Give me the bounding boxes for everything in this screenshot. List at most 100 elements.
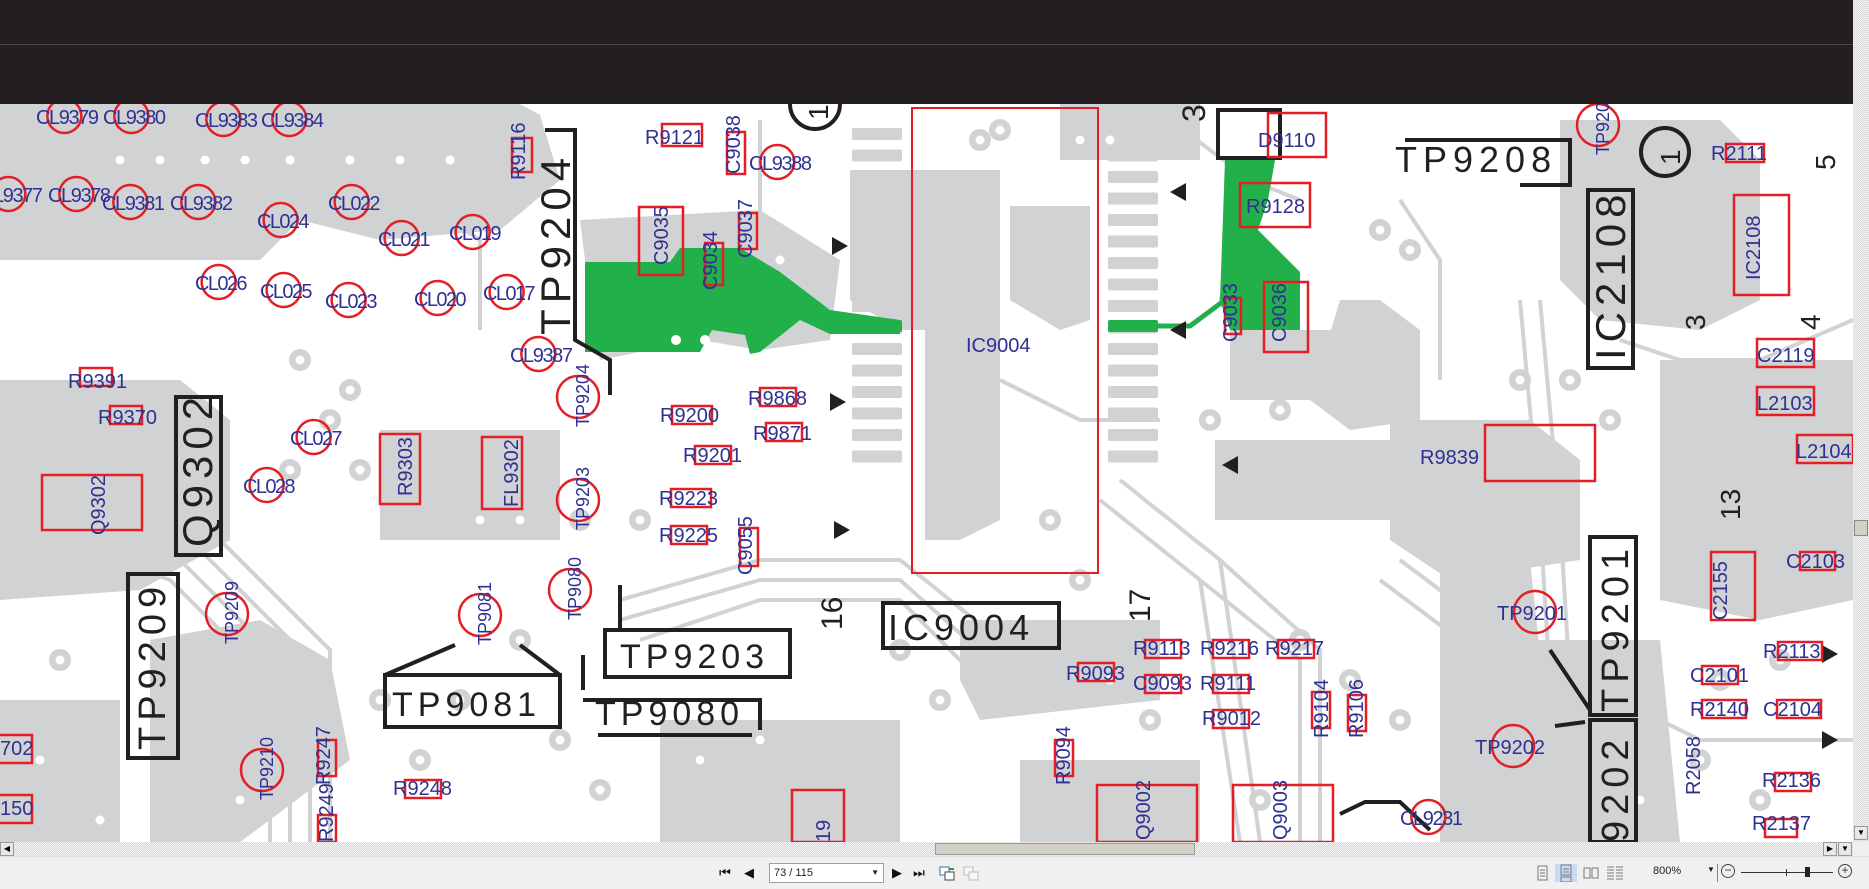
component-label-r9248: R9248	[393, 778, 452, 800]
check-point-label-cl9388: CL9388	[749, 153, 812, 175]
continuous-view-button[interactable]	[1555, 864, 1577, 883]
ic-pad	[852, 300, 902, 312]
component-outline	[1755, 337, 1816, 369]
ic-pad	[1108, 149, 1158, 162]
check-point-label-cl025: CL025	[260, 281, 313, 303]
page-number-field[interactable]: 73 / 115 ▼	[769, 863, 884, 883]
previous-view-button[interactable]	[939, 865, 955, 881]
component-outline	[1709, 550, 1757, 622]
component-label-r9216: R9216	[1200, 638, 1259, 660]
silk-label-tp9203: TP9203	[620, 638, 769, 676]
component-outline	[1231, 783, 1335, 842]
prev-page-icon: ◀	[744, 865, 754, 880]
tp9203-silk-box	[603, 628, 792, 679]
zoom-level[interactable]: 800%	[1653, 865, 1682, 877]
pcb-trace	[1218, 558, 1322, 842]
silk-label-tp9204: TP9204	[532, 152, 579, 335]
component-outline	[1143, 638, 1183, 660]
first-page-button[interactable]: ⏮	[717, 865, 733, 881]
component-label-c2103: C2103	[1786, 551, 1845, 573]
component-outline	[1238, 181, 1312, 229]
zoom-in-button[interactable]: +	[1838, 864, 1852, 878]
component-label-c9093: C9093	[1133, 673, 1192, 695]
component-outline	[1266, 111, 1328, 159]
single-page-view-button[interactable]	[1531, 864, 1553, 882]
ic-pad	[1108, 257, 1158, 269]
component-outline	[738, 526, 760, 568]
test-point-label-tp9209: TP9209	[222, 581, 242, 644]
copper-area	[0, 104, 560, 260]
component-outline	[403, 778, 443, 800]
component-label-c9035: C9035	[651, 206, 673, 265]
zoom-slider-handle[interactable]	[1805, 867, 1811, 877]
component-outline	[1798, 550, 1837, 572]
scroll-menu-arrow[interactable]: ▼	[1838, 842, 1852, 856]
pcb-trace	[619, 558, 1080, 642]
pcb-trace	[1619, 698, 1853, 742]
component-outline	[1310, 690, 1332, 730]
scroll-down-arrow[interactable]: ▼	[1854, 826, 1868, 840]
facing-view-button[interactable]	[1580, 864, 1602, 882]
ic-pad	[1108, 214, 1158, 226]
via-hole	[415, 755, 425, 765]
ic2108-silk-box	[1586, 188, 1635, 370]
next-page-button[interactable]: ▶	[889, 865, 905, 881]
pin1-marker	[1639, 126, 1691, 178]
check-point-marker	[488, 273, 525, 311]
component-outline	[510, 136, 534, 174]
via-hole	[1395, 715, 1405, 725]
via-hole	[515, 635, 525, 645]
component-label-c9033: C9033	[1220, 283, 1242, 342]
prev-page-button[interactable]: ◀	[741, 865, 757, 881]
test-point-label-tp9201: TP9201	[1497, 603, 1567, 625]
pin-number: 1	[803, 104, 834, 120]
via-hole	[35, 755, 45, 765]
ic-pad	[852, 320, 902, 332]
scroll-left-arrow[interactable]: ◀	[0, 842, 14, 856]
component-outline	[1483, 423, 1597, 483]
component-label-r9201: R9201	[683, 445, 742, 467]
tp9204-silk-bracket	[545, 128, 612, 395]
zoom-slider[interactable]	[1741, 867, 1833, 877]
tp9201-pointer	[1548, 648, 1592, 712]
component-outline	[725, 130, 747, 176]
d9110-outline	[1216, 108, 1282, 160]
component-outline	[1076, 661, 1116, 683]
component-label-r9249: R9249	[316, 783, 338, 842]
vertical-scroll-thumb[interactable]	[1854, 520, 1868, 536]
component-label-r2111: R2111	[1711, 143, 1767, 165]
component-outline	[378, 432, 422, 506]
component-label-r9303: R9303	[395, 437, 417, 496]
component-label-r9391: R9391	[68, 371, 127, 393]
scroll-right-arrow[interactable]: ▶	[1823, 842, 1837, 856]
ic-pad	[852, 171, 902, 183]
status-bar: ⏮ ◀ 73 / 115 ▼ ▶ ⏭ 800% ▼ −	[0, 856, 1869, 889]
component-label-r2140: R2140	[1690, 699, 1749, 721]
next-view-icon	[963, 866, 979, 881]
component-label-r9012: R9012	[1202, 708, 1261, 730]
zoom-out-button[interactable]: −	[1721, 864, 1735, 878]
via-hole	[475, 515, 485, 525]
next-view-button[interactable]	[963, 865, 979, 881]
last-page-icon: ⏭	[913, 865, 925, 880]
horizontal-scrollbar[interactable]: ◀ ▶ ▼	[0, 842, 1853, 856]
silk-label-ic2108: IC2108	[1587, 189, 1634, 360]
component-outline	[1262, 280, 1310, 354]
component-outline	[693, 444, 733, 466]
horizontal-scroll-thumb[interactable]	[935, 843, 1195, 855]
component-label-r9223: R9223	[659, 488, 718, 510]
ic-pad	[852, 128, 902, 140]
zoom-dropdown-icon[interactable]: ▼	[1707, 865, 1715, 874]
last-page-button[interactable]: ⏭	[911, 865, 927, 881]
via-hole	[1075, 135, 1085, 145]
page-dropdown-icon[interactable]: ▼	[871, 868, 879, 877]
continuous-facing-view-button[interactable]	[1604, 864, 1626, 882]
test-point-marker	[239, 747, 285, 793]
check-point-label-cl9383: CL9383	[195, 110, 258, 132]
component-outline	[1732, 193, 1791, 297]
ic-pad	[852, 386, 902, 398]
component-label-r9111: R9111	[1200, 673, 1256, 695]
vertical-scrollbar[interactable]: ▼	[1853, 0, 1869, 842]
check-point-label-cl023: CL023	[325, 291, 378, 313]
